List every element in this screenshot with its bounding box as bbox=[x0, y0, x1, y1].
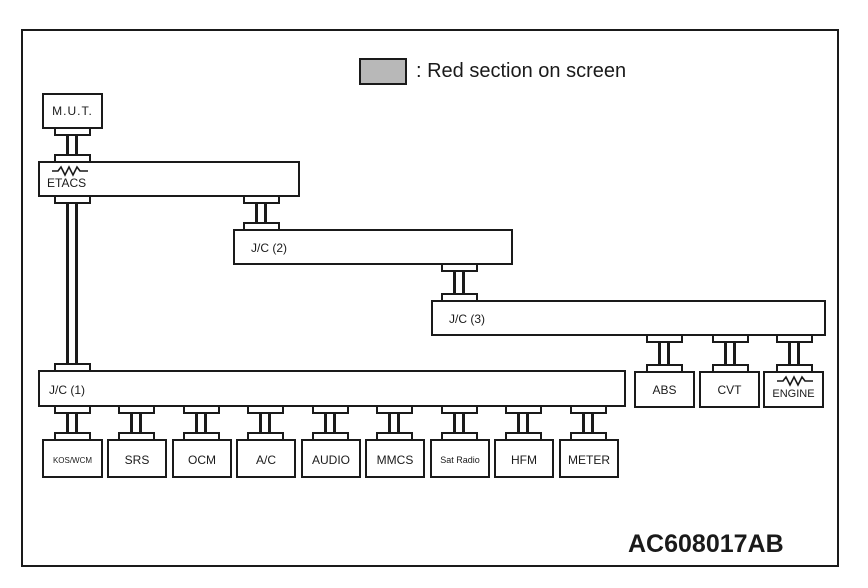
connector-tab bbox=[118, 405, 155, 414]
connector-line bbox=[130, 406, 133, 440]
module-box-ocm: OCM bbox=[172, 439, 232, 478]
figure-code: AC608017AB bbox=[628, 530, 784, 558]
connector-line bbox=[66, 196, 69, 368]
module-box-mmcs: MMCS bbox=[365, 439, 425, 478]
connector-line bbox=[658, 335, 661, 373]
connector-line bbox=[582, 406, 585, 440]
connector-tab bbox=[441, 405, 478, 414]
module-label: HFM bbox=[511, 453, 537, 467]
engine-box: ENGINE bbox=[763, 371, 824, 408]
module-label: AUDIO bbox=[311, 453, 350, 467]
connector-tab bbox=[54, 195, 91, 204]
connector-line bbox=[526, 406, 529, 440]
resistor-icon bbox=[52, 165, 88, 177]
connector-line bbox=[324, 406, 327, 440]
abs-label: ABS bbox=[652, 383, 677, 397]
connector-tab bbox=[776, 334, 813, 343]
module-box-audio: AUDIO bbox=[301, 439, 361, 478]
connector-line bbox=[788, 335, 791, 373]
connector-line bbox=[333, 406, 336, 440]
connector-line bbox=[517, 406, 520, 440]
connector-tab bbox=[570, 405, 607, 414]
jc2-label: J/C (2) bbox=[251, 241, 287, 255]
connector-line bbox=[204, 406, 207, 440]
connector-line bbox=[591, 406, 594, 440]
connector-tab bbox=[376, 405, 413, 414]
legend-text: : Red section on screen bbox=[416, 60, 627, 82]
connector-line bbox=[195, 406, 198, 440]
legend-swatch bbox=[359, 58, 407, 85]
connector-tab bbox=[712, 334, 749, 343]
connector-line bbox=[462, 406, 465, 440]
module-label: KOS/WCM bbox=[52, 456, 93, 465]
connector-tab bbox=[243, 195, 280, 204]
connector-line bbox=[75, 128, 78, 162]
connector-tab bbox=[247, 405, 284, 414]
connector-line bbox=[388, 406, 391, 440]
connector-line bbox=[264, 196, 267, 230]
engine-label: ENGINE bbox=[772, 388, 815, 400]
jc1-label: J/C (1) bbox=[49, 383, 85, 397]
module-label: METER bbox=[568, 453, 610, 467]
module-label: MMCS bbox=[376, 453, 414, 467]
module-label: Sat Radio bbox=[440, 455, 480, 465]
module-box-kos-wcm: KOS/WCM bbox=[42, 439, 103, 478]
connector-line bbox=[724, 335, 727, 373]
connector-line bbox=[667, 335, 670, 373]
connector-tab bbox=[441, 263, 478, 272]
diagram-frame bbox=[21, 29, 839, 567]
connector-line bbox=[462, 264, 465, 302]
jc3-box: J/C (3) bbox=[431, 300, 826, 336]
module-label: A/C bbox=[255, 453, 276, 467]
module-box-ac: A/C bbox=[236, 439, 296, 478]
connector-line bbox=[733, 335, 736, 373]
connector-line bbox=[453, 406, 456, 440]
connector-tab bbox=[183, 405, 220, 414]
etacs-box: ETACS bbox=[38, 161, 300, 197]
etacs-label: ETACS bbox=[47, 176, 87, 190]
connector-line bbox=[75, 196, 78, 368]
connector-line bbox=[397, 406, 400, 440]
jc2-box: J/C (2) bbox=[233, 229, 513, 265]
connector-line bbox=[797, 335, 800, 373]
connector-line bbox=[66, 128, 69, 162]
jc1-box: J/C (1) bbox=[38, 370, 626, 407]
cvt-label: CVT bbox=[717, 383, 742, 397]
jc3-label: J/C (3) bbox=[449, 312, 485, 326]
connector-line bbox=[75, 406, 78, 440]
connector-line bbox=[453, 264, 456, 302]
mut-box: M.U.T. bbox=[42, 93, 103, 129]
connector-tab bbox=[312, 405, 349, 414]
connector-line bbox=[259, 406, 262, 440]
resistor-icon bbox=[777, 375, 813, 387]
module-label: SRS bbox=[124, 453, 150, 467]
abs-box: ABS bbox=[634, 371, 695, 408]
connector-tab bbox=[54, 127, 91, 136]
module-label: OCM bbox=[188, 453, 216, 467]
cvt-box: CVT bbox=[699, 371, 760, 408]
module-box-meter: METER bbox=[559, 439, 619, 478]
module-box-srs: SRS bbox=[107, 439, 167, 478]
connector-tab bbox=[505, 405, 542, 414]
connector-line bbox=[255, 196, 258, 230]
mut-label: M.U.T. bbox=[52, 104, 93, 118]
connector-line bbox=[139, 406, 142, 440]
module-box-hfm: HFM bbox=[494, 439, 554, 478]
connector-tab bbox=[646, 334, 683, 343]
connector-tab bbox=[54, 405, 91, 414]
module-box-sat-radio: Sat Radio bbox=[430, 439, 490, 478]
connector-line bbox=[268, 406, 271, 440]
connector-line bbox=[66, 406, 69, 440]
